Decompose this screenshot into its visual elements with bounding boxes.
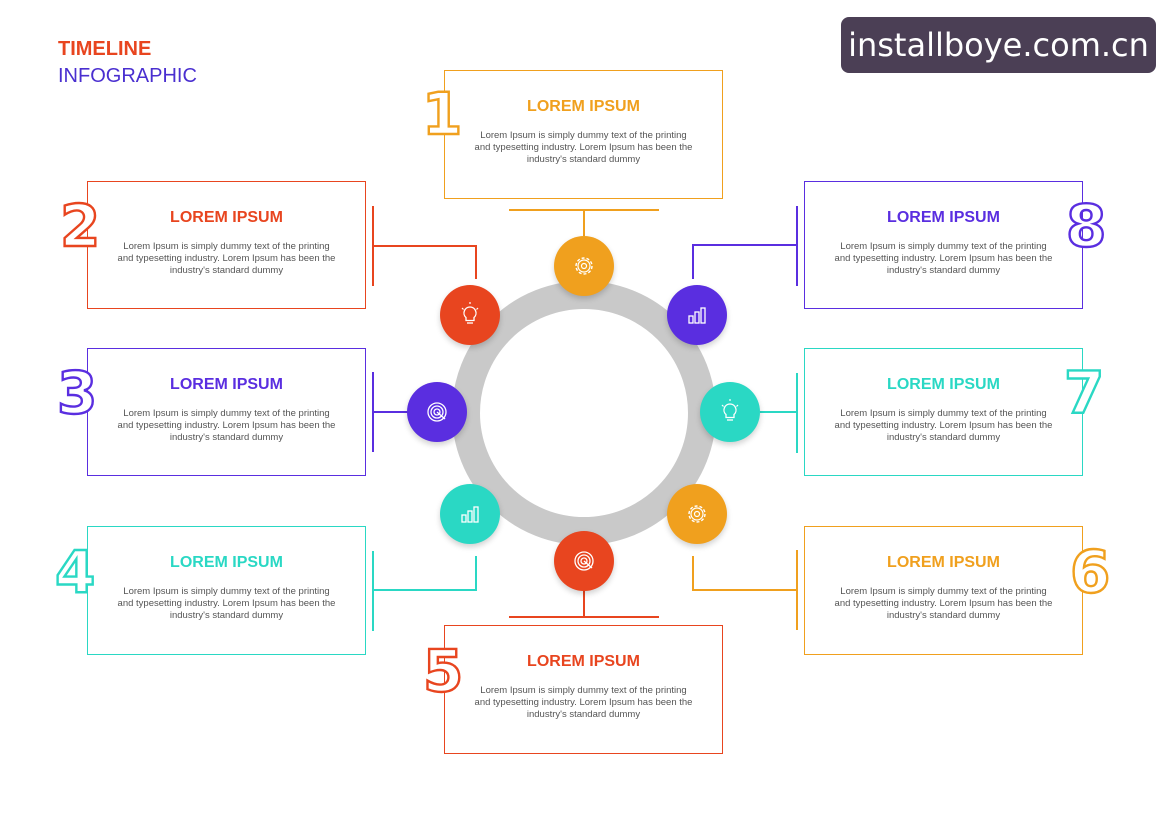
step-5-number: 5 [422,637,465,705]
step-5-box: LOREM IPSUM Lorem Ipsum is simply dummy … [444,625,723,754]
step-7-body: Lorem Ipsum is simply dummy text of the … [834,408,1053,443]
bar-chart-icon [461,506,479,523]
central-ring [452,281,716,545]
step-7-number: 7 [1063,359,1106,427]
step-6-node [667,484,727,544]
step-8-number: 8 [1065,192,1108,260]
step-6-body: Lorem Ipsum is simply dummy text of the … [834,586,1053,621]
step-7-box: LOREM IPSUM Lorem Ipsum is simply dummy … [804,348,1083,476]
title-line-2: INFOGRAPHIC [58,65,197,87]
step-3-title: LOREM IPSUM [170,376,283,393]
step-3-number: 3 [56,359,99,427]
step-3-body: Lorem Ipsum is simply dummy text of the … [117,408,336,443]
step-8-box: LOREM IPSUM Lorem Ipsum is simply dummy … [804,181,1083,309]
title-line-1: TIMELINE [58,38,152,60]
step-8-title: LOREM IPSUM [887,209,1000,226]
step-2-body: Lorem Ipsum is simply dummy text of the … [117,241,336,276]
step-5-title: LOREM IPSUM [527,653,640,670]
step-2-node [440,285,500,345]
gear-icon [688,505,706,523]
lightbulb-icon [461,302,479,324]
step-1-number: 1 [421,80,464,148]
step-6-title: LOREM IPSUM [887,554,1000,571]
step-6-number: 6 [1069,538,1112,606]
watermark: installboye.com.cn [841,17,1156,73]
step-1-box: LOREM IPSUM Lorem Ipsum is simply dummy … [444,70,723,199]
step-2-number: 2 [59,192,102,260]
step-5-body: Lorem Ipsum is simply dummy text of the … [474,685,693,720]
step-8-body: Lorem Ipsum is simply dummy text of the … [834,241,1053,276]
gear-icon [575,257,593,275]
step-1-body: Lorem Ipsum is simply dummy text of the … [474,130,693,165]
step-7-title: LOREM IPSUM [887,376,1000,393]
step-3-box: LOREM IPSUM Lorem Ipsum is simply dummy … [87,348,366,476]
step-4-node [440,484,500,544]
step-3-node [407,382,467,442]
step-4-body: Lorem Ipsum is simply dummy text of the … [117,586,336,621]
step-2-title: LOREM IPSUM [170,209,283,226]
step-1-title: LOREM IPSUM [527,98,640,115]
bar-chart-icon [688,307,706,324]
step-2-box: LOREM IPSUM Lorem Ipsum is simply dummy … [87,181,366,309]
target-icon [574,551,594,571]
step-4-number: 4 [54,538,97,606]
step-4-title: LOREM IPSUM [170,554,283,571]
step-5-node [554,531,614,591]
step-6-box: LOREM IPSUM Lorem Ipsum is simply dummy … [804,526,1083,655]
lightbulb-icon [721,399,739,421]
step-7-node [700,382,760,442]
step-4-box: LOREM IPSUM Lorem Ipsum is simply dummy … [87,526,366,655]
step-8-node [667,285,727,345]
target-icon [427,402,447,422]
step-1-node [554,236,614,296]
